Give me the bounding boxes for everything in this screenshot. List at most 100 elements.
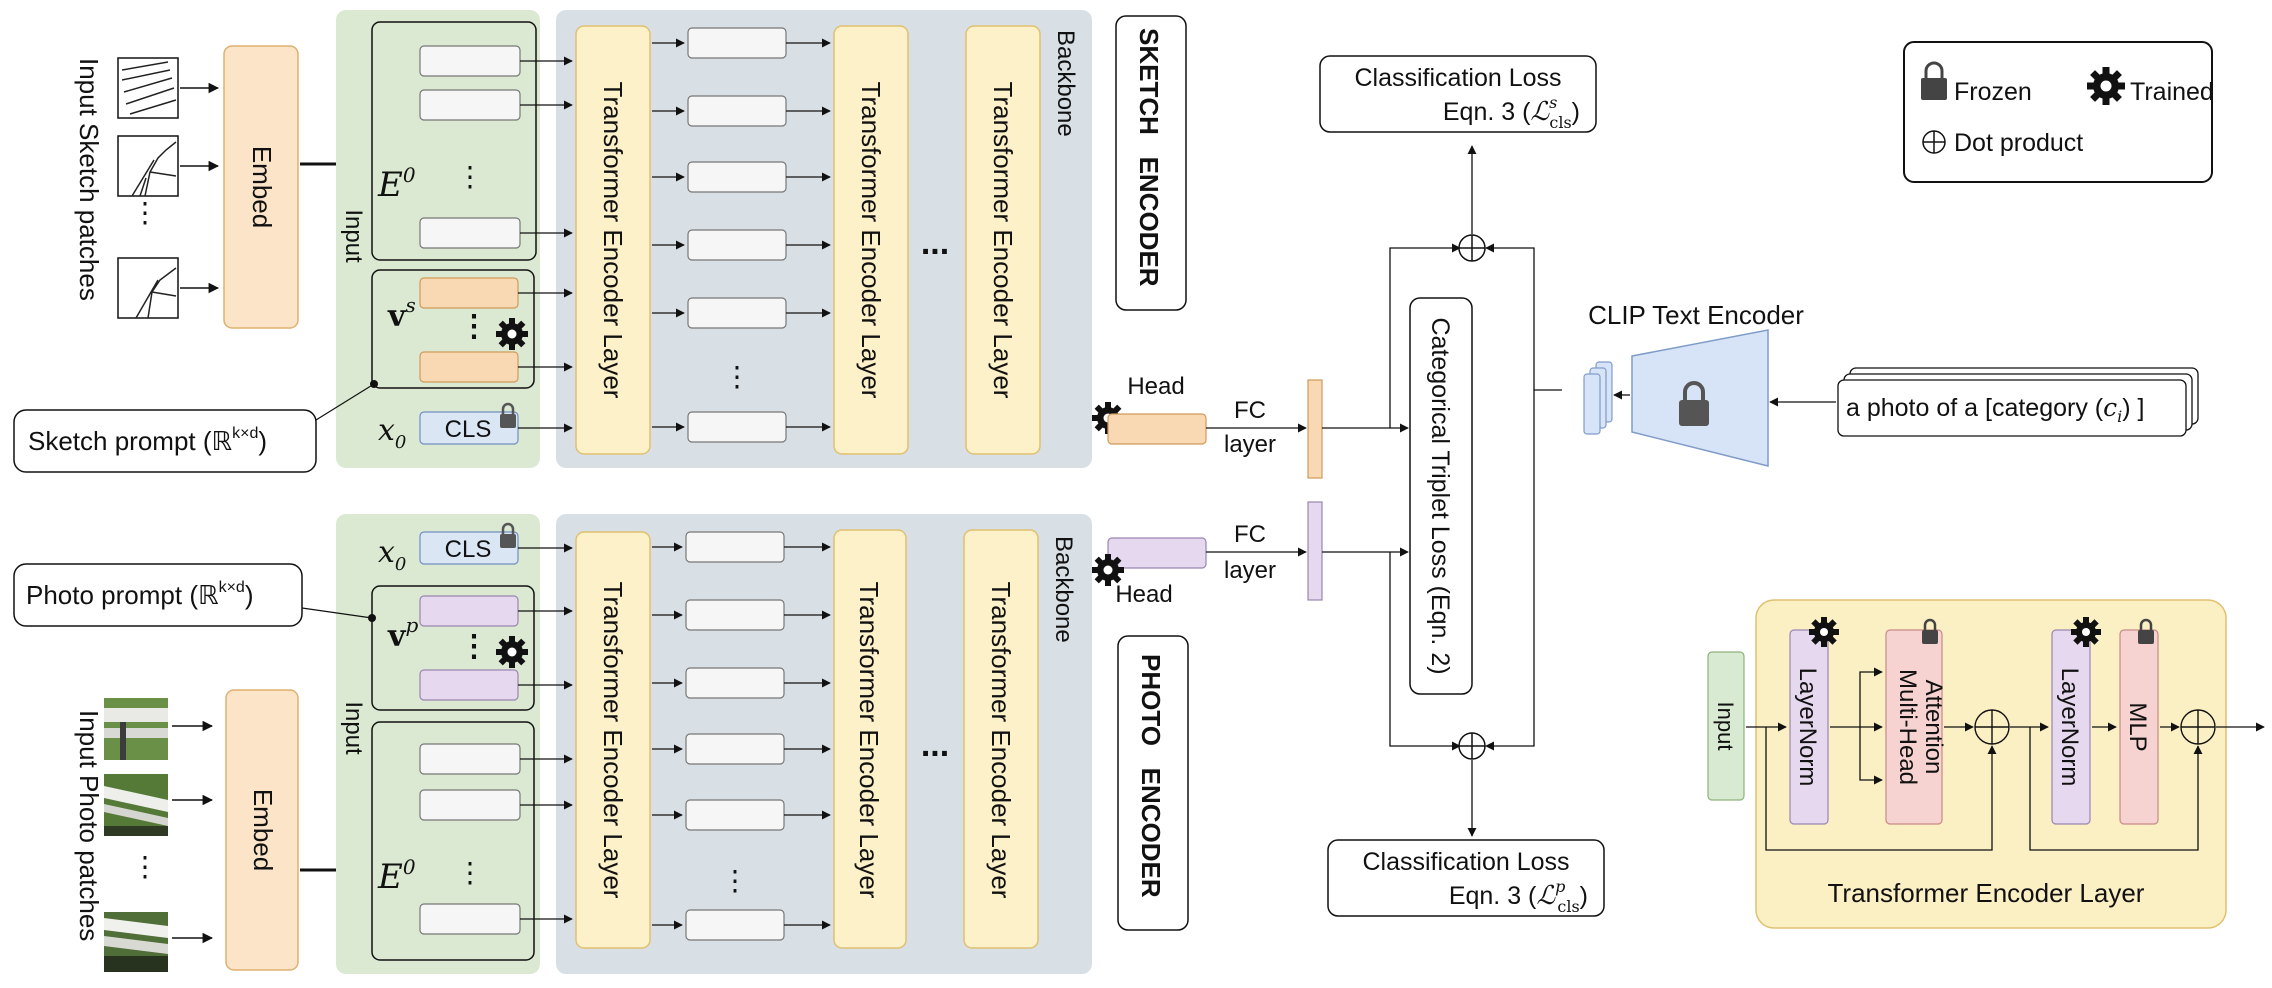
sketch-e0-group	[371, 21, 537, 261]
legend-frozen: Frozen	[1954, 78, 2032, 106]
sketch-prompt-token	[419, 351, 519, 383]
photo-token	[419, 743, 521, 775]
gear-icon	[1809, 617, 1839, 647]
arrow	[1485, 390, 1535, 751]
photo-tel-1	[575, 531, 651, 949]
hidden-token	[687, 27, 787, 59]
photo-input-group-label: Input	[340, 701, 367, 755]
token-ellipsis: ⋮	[456, 161, 484, 192]
tel-detail: Transformer Encoder Layer Input LayerNor…	[1707, 599, 2265, 929]
sketch-tel-3	[965, 25, 1041, 455]
photo-token	[419, 789, 521, 821]
photo-embed-block	[225, 689, 299, 971]
photo-prompt-symbol: vp	[387, 613, 418, 654]
token-ellipsis: ⋮	[723, 361, 751, 392]
mlp-label: MLP	[2124, 702, 2151, 751]
tel-detail-input-block	[1707, 651, 1745, 801]
photo-patch-1	[104, 698, 168, 760]
photo-x0-symbol: x0	[378, 535, 406, 575]
photo-fc-label-1: FC	[1234, 521, 1266, 548]
gear-icon	[1092, 554, 1124, 586]
hidden-token	[685, 599, 785, 631]
photo-tel-1-label: Transformer Encoder Layer	[598, 582, 628, 899]
tel-detail-arrows	[1746, 667, 2265, 851]
gear-icon	[496, 636, 528, 668]
lock-icon	[1922, 618, 1938, 644]
hidden-token	[687, 297, 787, 329]
photo-branch: Input Photo patches ⋮ Embed Input x	[13, 501, 1323, 974]
photo-tel-3-label: Transformer Encoder Layer	[986, 582, 1016, 899]
sketch-patch-ellipsis: ⋮	[131, 197, 159, 228]
sketch-head-label: Head	[1127, 373, 1184, 400]
mha-block	[1885, 629, 1943, 825]
callout-line	[301, 607, 373, 619]
hidden-token	[685, 531, 785, 563]
hidden-token	[687, 95, 787, 127]
clip-title: CLIP Text Encoder	[1588, 300, 1804, 330]
tel-detail-panel	[1755, 599, 2227, 929]
photo-tel-2	[833, 529, 907, 949]
sketch-token	[419, 45, 521, 77]
sketch-patch-2	[117, 135, 179, 197]
sketch-branch: Input Sketch patches ⋮ Embed Input ⋮ E0	[13, 10, 1323, 479]
photo-prompt-callout-text: Photo prompt (ℝk×d)	[26, 579, 253, 610]
sketch-tel-1-label: Transformer Encoder Layer	[598, 82, 628, 399]
layer-ellipsis: ...	[921, 726, 949, 764]
legend-dot-product: Dot product	[1954, 129, 2083, 157]
token-ellipsis: ⋮	[721, 865, 749, 896]
sketch-embed-block	[223, 45, 299, 329]
legend-box	[1903, 41, 2213, 183]
sketch-encoder-title-box	[1115, 15, 1187, 311]
photo-prompt-group	[371, 585, 535, 711]
sketch-cls-label: CLS	[445, 416, 492, 443]
hidden-token	[685, 909, 785, 941]
photo-patch-ellipsis: ⋮	[131, 851, 159, 882]
sketch-token	[419, 217, 521, 249]
lock-icon	[500, 402, 516, 428]
photo-cls-loss-box	[1327, 839, 1605, 917]
photo-token	[419, 903, 521, 935]
arrow	[1389, 552, 1461, 751]
sketch-tel-1	[575, 25, 651, 455]
tel-detail-input-label: Input	[1713, 702, 1738, 751]
prompt-ellipsis: ⋮	[459, 630, 489, 663]
sketch-prompt-group	[371, 269, 535, 389]
hidden-token	[687, 229, 787, 261]
clip-embedding	[1583, 373, 1601, 435]
clip-text-encoder	[1631, 329, 1769, 467]
sketch-head-block	[1107, 413, 1207, 445]
photo-patch-3	[104, 912, 168, 972]
sketch-tel-2	[833, 25, 909, 455]
prompt-ellipsis: ⋮	[459, 310, 489, 343]
photo-fc-label-2: layer	[1224, 557, 1276, 584]
text-prompt-label: a photo of a [category (ci) ]	[1846, 393, 2144, 426]
arrow	[1485, 243, 1562, 391]
sketch-encoder-title: SKETCH ENCODER	[1134, 28, 1164, 287]
hidden-token	[687, 411, 787, 443]
sketch-tel-3-label: Transformer Encoder Layer	[988, 82, 1018, 399]
lock-icon	[1679, 381, 1709, 426]
sketch-tel-2-label: Transformer Encoder Layer	[856, 82, 886, 399]
photo-e0-group	[371, 721, 535, 961]
lock-icon	[2138, 618, 2154, 644]
photo-tel-2-label: Transformer Encoder Layer	[854, 582, 884, 899]
photo-cls-loss-line1: Classification Loss	[1362, 848, 1569, 876]
text-prompt-box	[1837, 379, 2187, 437]
lock-icon	[500, 522, 516, 548]
layernorm-1-label: LayerNorm	[1794, 668, 1821, 787]
sketch-x0-symbol: x0	[378, 413, 406, 453]
legend-trained: Trained	[2130, 78, 2214, 106]
callout-line	[315, 383, 375, 421]
sketch-cls-loss-line1: Classification Loss	[1354, 64, 1561, 92]
mha-label-line1: Multi-Head	[1894, 669, 1921, 785]
photo-patch-2	[104, 774, 168, 836]
photo-token-arrows	[518, 542, 831, 930]
photo-encoder-title: PHOTO ENCODER	[1136, 654, 1166, 898]
photo-prompt-callout	[13, 563, 303, 627]
sketch-backbone-label: Backbone	[1052, 30, 1079, 137]
photo-e0-symbol: E0	[377, 855, 416, 897]
sketch-e0-symbol: E0	[377, 163, 416, 205]
photo-prompt-token	[419, 669, 519, 701]
gear-icon	[496, 318, 528, 350]
